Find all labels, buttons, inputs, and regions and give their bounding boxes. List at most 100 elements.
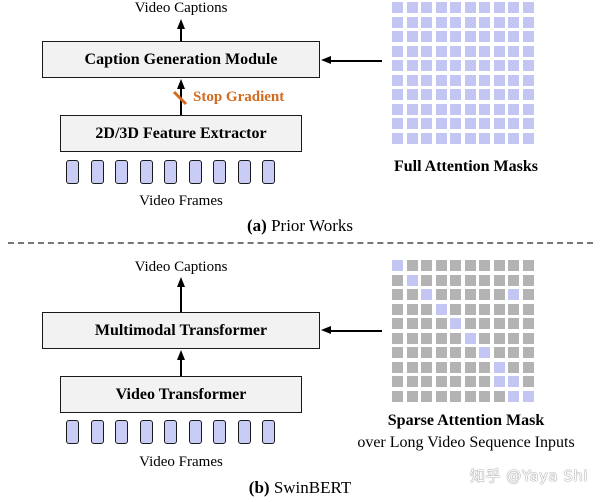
mask-cell xyxy=(450,31,461,42)
mask-cell xyxy=(464,347,476,358)
mask-cell xyxy=(450,318,461,329)
mask-cell xyxy=(406,89,418,100)
video-frame xyxy=(139,420,153,444)
mask-cell xyxy=(421,118,432,129)
video-frame xyxy=(90,420,104,444)
mask-cell xyxy=(435,274,447,286)
video-frame xyxy=(66,420,79,444)
mask-cell xyxy=(406,2,418,13)
swin-mask-arrowhead xyxy=(321,326,331,334)
mask-cell xyxy=(464,318,476,329)
mask-cell xyxy=(392,16,403,28)
video-frame xyxy=(164,420,177,444)
mask-cell xyxy=(450,361,461,373)
mask-cell xyxy=(406,16,418,28)
mask-cell xyxy=(392,274,403,286)
prior-output-arrowhead xyxy=(176,19,185,29)
mask-cell xyxy=(450,332,461,344)
mask-cell xyxy=(464,332,476,344)
mask-cell xyxy=(493,289,505,300)
mask-cell xyxy=(522,303,534,315)
swin-caption-text: SwinBERT xyxy=(269,478,352,497)
mask-cell xyxy=(392,45,403,57)
prior-caption-text: Prior Works xyxy=(266,216,353,235)
video-transformer-label: Video Transformer xyxy=(115,385,247,403)
mask-cell xyxy=(479,89,490,100)
mask-cell xyxy=(421,376,432,387)
watermark: 知乎 @Yaya Shi xyxy=(470,467,589,485)
mask-cell xyxy=(508,318,519,329)
mask-cell xyxy=(479,2,490,13)
mask-cell xyxy=(522,45,534,57)
mask-cell xyxy=(450,16,461,28)
mask-cell xyxy=(508,31,519,42)
mask-cell xyxy=(406,303,418,315)
mask-cell xyxy=(508,60,519,71)
prior-output-arrow-shaft xyxy=(180,28,182,41)
mask-cell xyxy=(464,89,476,100)
mask-cell xyxy=(435,347,447,358)
mask-cell xyxy=(493,45,505,57)
mask-cell xyxy=(522,376,534,387)
swin-input-label: Video Frames xyxy=(139,454,223,470)
mask-cell xyxy=(435,132,447,144)
mask-cell xyxy=(508,347,519,358)
mask-cell xyxy=(522,103,534,115)
mask-cell xyxy=(450,289,461,300)
mask-cell xyxy=(406,289,418,300)
mask-cell xyxy=(421,132,432,144)
mask-cell xyxy=(508,260,519,271)
video-frame xyxy=(237,420,251,444)
multimodal-transformer-label: Multimodal Transformer xyxy=(94,321,268,339)
mask-cell xyxy=(493,390,505,402)
full-attention-mask-label: Full Attention Masks xyxy=(393,158,539,175)
mask-cell xyxy=(450,103,461,115)
mask-cell xyxy=(392,260,403,271)
mask-cell xyxy=(392,289,403,300)
mask-cell xyxy=(392,303,403,315)
video-frame xyxy=(262,160,275,184)
sparse-attention-mask-sublabel: over Long Video Sequence Inputs xyxy=(357,434,575,451)
mask-cell xyxy=(493,347,505,358)
mask-cell xyxy=(406,132,418,144)
mask-cell xyxy=(392,132,403,144)
mask-cell xyxy=(421,260,432,271)
video-frame xyxy=(188,420,202,444)
mask-cell xyxy=(392,318,403,329)
mask-cell xyxy=(406,74,418,86)
mask-cell xyxy=(392,376,403,387)
mask-cell xyxy=(435,2,447,13)
caption-generation-module-label: Caption Generation Module xyxy=(84,50,278,68)
mask-cell xyxy=(421,31,432,42)
video-frame xyxy=(139,160,153,184)
mask-cell xyxy=(435,31,447,42)
mask-cell xyxy=(522,318,534,329)
mask-cell xyxy=(421,332,432,344)
mask-cell xyxy=(392,347,403,358)
mask-cell xyxy=(406,332,418,344)
mask-cell xyxy=(508,74,519,86)
mask-cell xyxy=(479,74,490,86)
mask-cell xyxy=(493,332,505,344)
swin-output-label: Video Captions xyxy=(134,259,228,275)
mask-cell xyxy=(464,376,476,387)
mask-cell xyxy=(479,289,490,300)
mask-cell xyxy=(435,303,447,315)
mask-cell xyxy=(406,260,418,271)
mask-cell xyxy=(522,16,534,28)
mask-cell xyxy=(493,303,505,315)
mask-cell xyxy=(479,31,490,42)
mask-cell xyxy=(435,318,447,329)
mask-cell xyxy=(406,118,418,129)
video-frame xyxy=(66,160,79,184)
mask-cell xyxy=(522,274,534,286)
video-frame xyxy=(213,160,226,184)
mask-cell xyxy=(450,347,461,358)
mask-cell xyxy=(392,2,403,13)
mask-cell xyxy=(464,103,476,115)
mask-cell xyxy=(493,74,505,86)
mask-cell xyxy=(479,45,490,57)
swin-output-arrowhead xyxy=(176,277,185,287)
video-transformer-box: Video Transformer xyxy=(60,376,302,413)
mask-cell xyxy=(493,361,505,373)
